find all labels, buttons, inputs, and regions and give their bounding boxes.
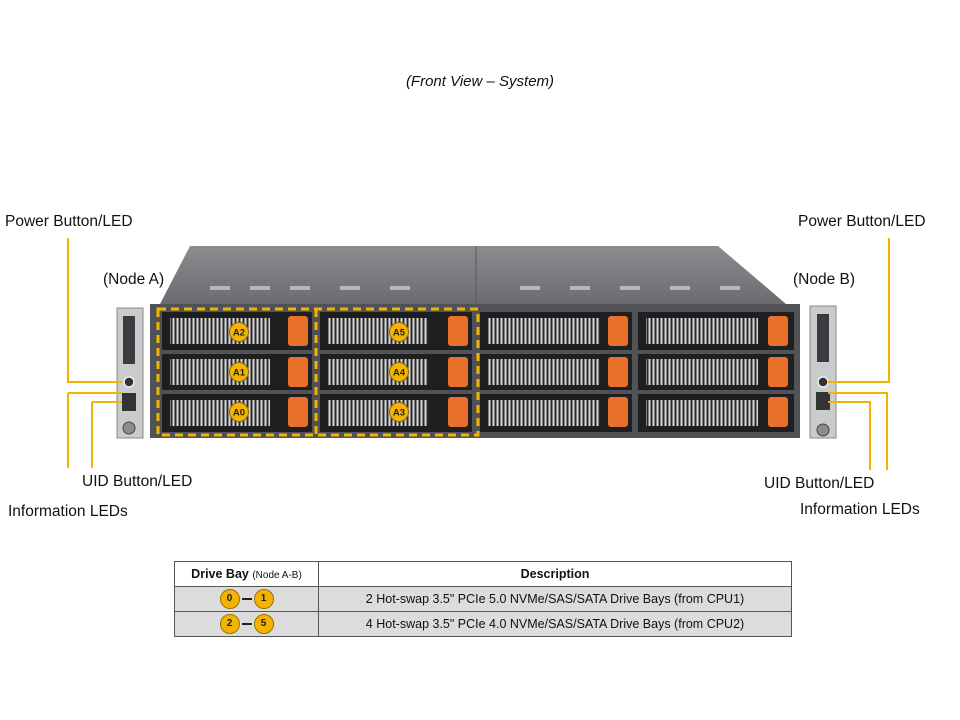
drive-bays: [162, 312, 794, 432]
svg-text:A2: A2: [233, 328, 245, 339]
description-cell: 4 Hot-swap 3.5" PCIe 4.0 NVMe/SAS/SATA D…: [318, 611, 792, 637]
label-node-b: (Node B): [793, 271, 856, 288]
header-drive-bay: Drive Bay (Node A-B): [174, 561, 319, 587]
callout-lines-left: [67, 238, 122, 468]
header-description: Description: [318, 561, 792, 587]
label-info-left: Information LEDs: [8, 503, 128, 520]
svg-text:A4: A4: [393, 368, 406, 379]
bay-badge-from: 2: [219, 614, 240, 634]
header-drive-bay-label: Drive Bay: [191, 567, 249, 581]
drive-badge-a4: A4: [389, 362, 409, 382]
drive-badge-a0: A0: [229, 402, 249, 422]
drive-badge-a2: A2: [229, 322, 249, 342]
drive-tray: [480, 394, 632, 432]
chassis-top: [160, 246, 786, 304]
drive-badge-a1: A1: [229, 362, 249, 382]
right-rack-ear: [809, 305, 837, 439]
left-rack-ear: [116, 307, 144, 439]
description-cell: 2 Hot-swap 3.5" PCIe 5.0 NVMe/SAS/SATA D…: [318, 586, 792, 612]
table-header-row: Drive Bay (Node A-B) Description: [174, 561, 792, 587]
drive-tray: [638, 394, 794, 432]
label-power-right: Power Button/LED: [798, 213, 926, 230]
drive-badge-a5: A5: [389, 322, 409, 342]
drive-tray: [480, 354, 632, 390]
svg-text:A1: A1: [233, 368, 246, 379]
bay-badge-to: 5: [253, 614, 274, 634]
header-drive-bay-note: (Node A-B): [252, 570, 302, 581]
label-uid-right: UID Button/LED: [764, 475, 875, 492]
label-info-right: Information LEDs: [800, 501, 920, 518]
drive-tray: [162, 394, 312, 432]
callout-lines-right: [828, 238, 890, 470]
bay-badge-from: 0: [219, 589, 240, 609]
top-vents: [210, 286, 740, 290]
drive-tray: [638, 312, 794, 350]
range-dash: [241, 623, 252, 625]
bay-badge-to: 1: [253, 589, 274, 609]
figure-caption: (Front View – System): [405, 73, 555, 90]
svg-text:A0: A0: [233, 408, 245, 419]
svg-text:A5: A5: [393, 328, 406, 339]
range-dash: [241, 598, 252, 600]
drive-tray: [480, 312, 632, 350]
svg-text:A3: A3: [393, 408, 405, 419]
drive-badge-a3: A3: [389, 402, 409, 422]
drive-tray: [638, 354, 794, 390]
drive-tray: [320, 312, 472, 350]
label-node-a: (Node A): [103, 271, 165, 288]
node-a-bay-highlight: [156, 307, 480, 437]
drive-tray: [162, 354, 312, 390]
label-power-left: Power Button/LED: [5, 213, 133, 230]
label-uid-left: UID Button/LED: [82, 473, 193, 490]
